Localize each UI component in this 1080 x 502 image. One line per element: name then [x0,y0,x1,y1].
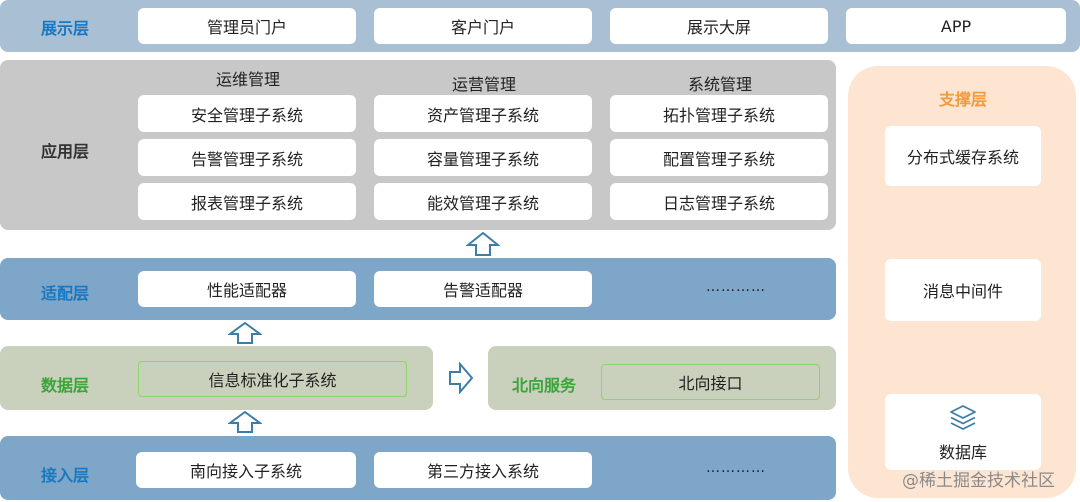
app-item-asset: 资产管理子系统 [374,95,592,132]
adapter-layer-label: 适配层 [40,284,89,303]
access-ellipsis: ………… [706,460,766,476]
access-layer-label: 接入层 [40,466,89,485]
northbound-item-interface: 北向接口 [601,364,820,400]
database-label: 数据库 [938,443,987,462]
adapter-item-performance: 性能适配器 [138,271,356,307]
adapter-ellipsis: ………… [706,279,766,295]
presentation-layer-label: 展示层 [40,19,89,38]
application-layer-label: 应用层 [40,142,89,161]
up-arrow-icon [466,231,500,256]
support-item-database-box: 数据库 [885,394,1041,470]
app-item-report: 报表管理子系统 [138,183,356,220]
right-arrow-icon [449,362,474,394]
presentation-item-admin-portal: 管理员门户 [138,8,356,44]
app-item-topology: 拓扑管理子系统 [610,95,828,132]
up-arrow-icon [228,410,262,433]
column-title-operation: 运营管理 [451,75,516,94]
presentation-item-customer-portal: 客户门户 [374,8,592,44]
app-item-security: 安全管理子系统 [138,95,356,132]
access-item-third-party: 第三方接入系统 [374,452,592,488]
data-layer [0,346,433,410]
column-title-system: 系统管理 [687,75,752,94]
northbound-label: 北向服务 [511,376,576,395]
data-layer-label: 数据层 [40,376,89,395]
app-item-energy: 能效管理子系统 [374,183,592,220]
presentation-item-big-screen: 展示大屏 [610,8,828,44]
up-arrow-icon [228,321,262,344]
support-layer-label: 支撑层 [938,90,987,109]
adapter-item-alarm: 告警适配器 [374,271,592,307]
app-item-log: 日志管理子系统 [610,183,828,220]
data-item-standardization: 信息标准化子系统 [138,361,407,397]
column-title-ops: 运维管理 [215,70,280,89]
watermark: @稀土掘金技术社区 [902,471,1055,491]
app-item-capacity: 容量管理子系统 [374,139,592,176]
app-item-config: 配置管理子系统 [610,139,828,176]
support-item-message-middleware: 消息中间件 [885,259,1041,321]
support-item-distributed-cache: 分布式缓存系统 [885,126,1041,186]
layers-icon [950,405,976,430]
app-item-alarm: 告警管理子系统 [138,139,356,176]
access-item-southbound: 南向接入子系统 [136,452,356,488]
presentation-item-app: APP [846,8,1066,44]
